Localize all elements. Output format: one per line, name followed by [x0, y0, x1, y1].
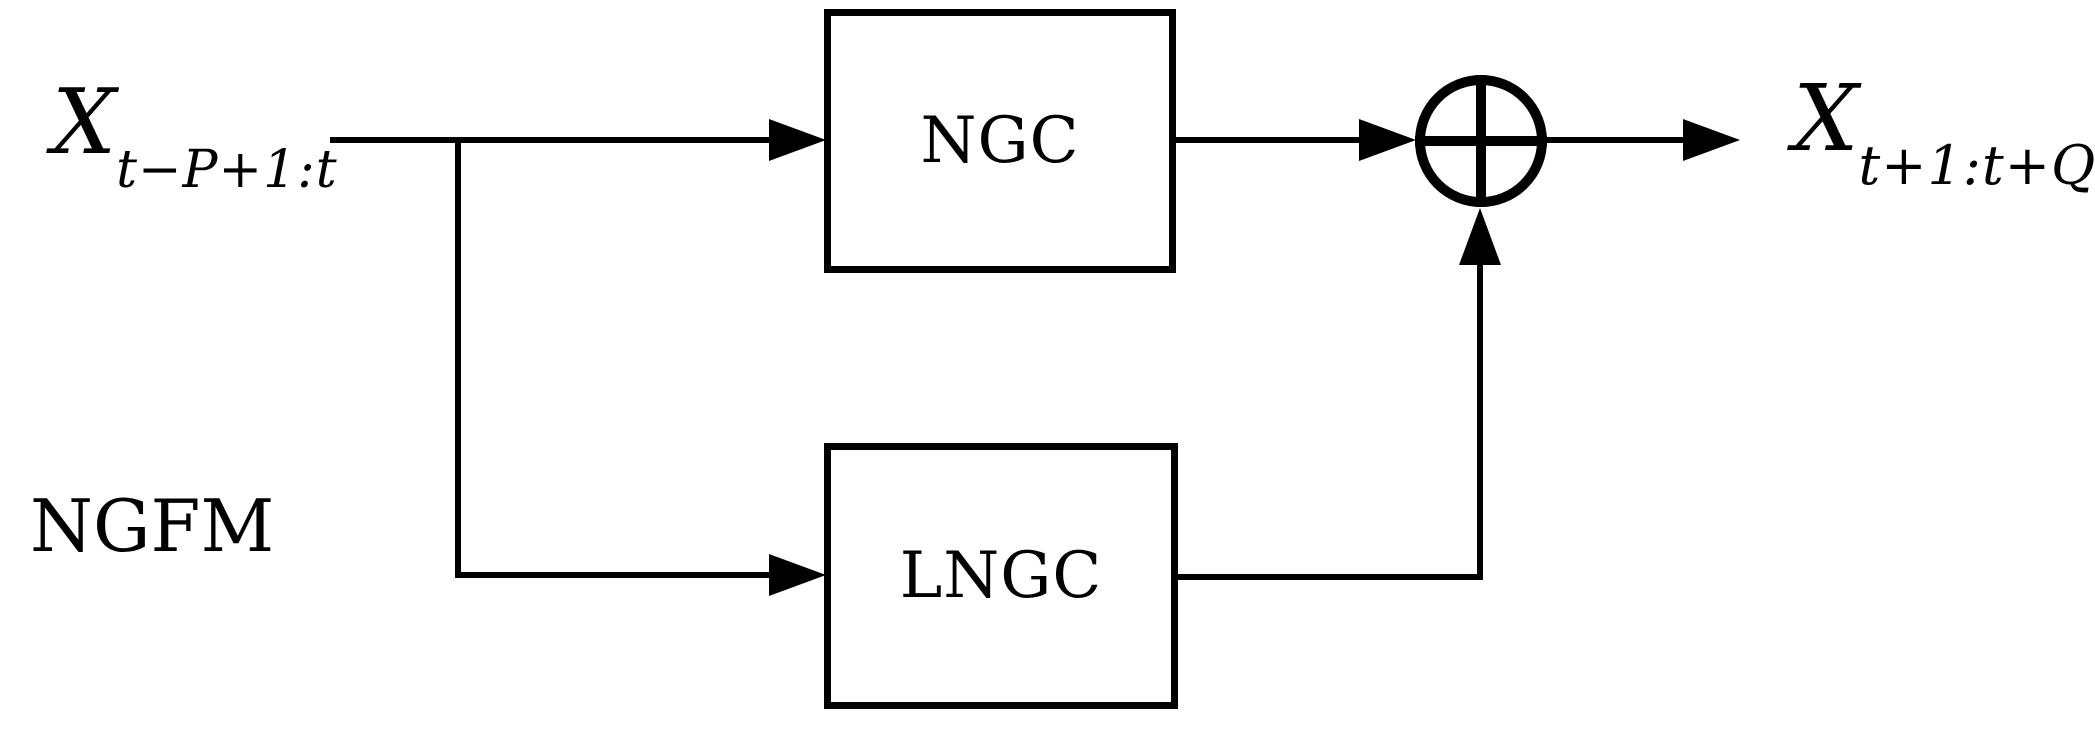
input-label-subscript: t−P+1:t: [116, 140, 338, 200]
output-arrow: [1547, 119, 1740, 161]
sum-junction-icon: [1415, 75, 1547, 207]
ngc-block: NGC: [824, 9, 1176, 273]
lngc-to-sum-arrow: [1178, 208, 1501, 580]
ngc-block-label: NGC: [920, 104, 1080, 178]
lngc-block: LNGC: [824, 443, 1178, 709]
output-label-base: X: [1793, 65, 1859, 172]
output-label: Xt+1:t+Q: [1793, 73, 2095, 193]
model-label: NGFM: [30, 484, 275, 568]
output-label-subscript: t+1:t+Q: [1858, 134, 2095, 197]
input-arrow: [330, 119, 826, 161]
lngc-block-label: LNGC: [899, 539, 1103, 613]
input-label-base: X: [52, 70, 117, 175]
branch-arrow: [455, 137, 826, 596]
input-label: Xt−P+1:t: [52, 78, 338, 197]
ngc-to-sum-arrow: [1176, 119, 1416, 161]
